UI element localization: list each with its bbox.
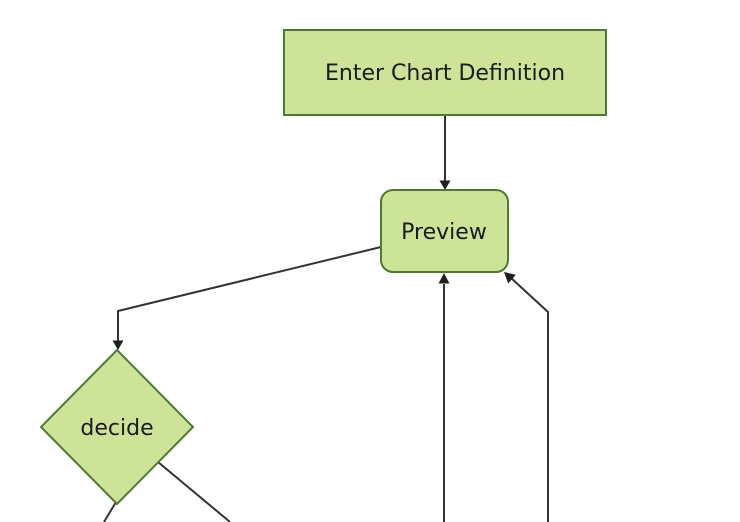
edge-offscreen-bottom-to-preview: [438, 273, 450, 522]
edge-offscreen-bottom-right-to-preview: [504, 272, 549, 522]
edge-line-b-to-c: [117, 246, 382, 341]
enter-chart-definition-label: Enter Chart Definition: [325, 61, 565, 86]
edge-enter-chart-definition-to-preview: [439, 115, 451, 190]
arrowhead-down-into-decide-top: [112, 340, 124, 350]
decide-label: decide: [80, 416, 153, 441]
arrowhead-up-into-preview-bottom: [438, 273, 450, 284]
node-decide: decide: [39, 348, 195, 506]
arrowhead-upleft-into-preview-corner: [504, 272, 516, 284]
node-preview: Preview: [380, 189, 509, 273]
edge-preview-to-decide: [112, 246, 382, 350]
node-enter-chart-definition: Enter Chart Definition: [283, 29, 607, 116]
edge-decide-to-offscreen-bottom-left: [103, 501, 117, 522]
preview-label: Preview: [401, 220, 487, 245]
edge-group: [103, 115, 549, 522]
node-group: Enter Chart Definition Preview decide: [39, 29, 607, 506]
enter-chart-definition-rectangle: [283, 29, 607, 116]
preview-rounded-rectangle: [380, 189, 509, 273]
edge-decide-to-offscreen-bottom-right: [157, 461, 231, 522]
edge-line-return-right: [509, 276, 549, 522]
decide-diamond: [39, 348, 195, 506]
arrowhead-down-into-preview-top: [439, 180, 451, 190]
